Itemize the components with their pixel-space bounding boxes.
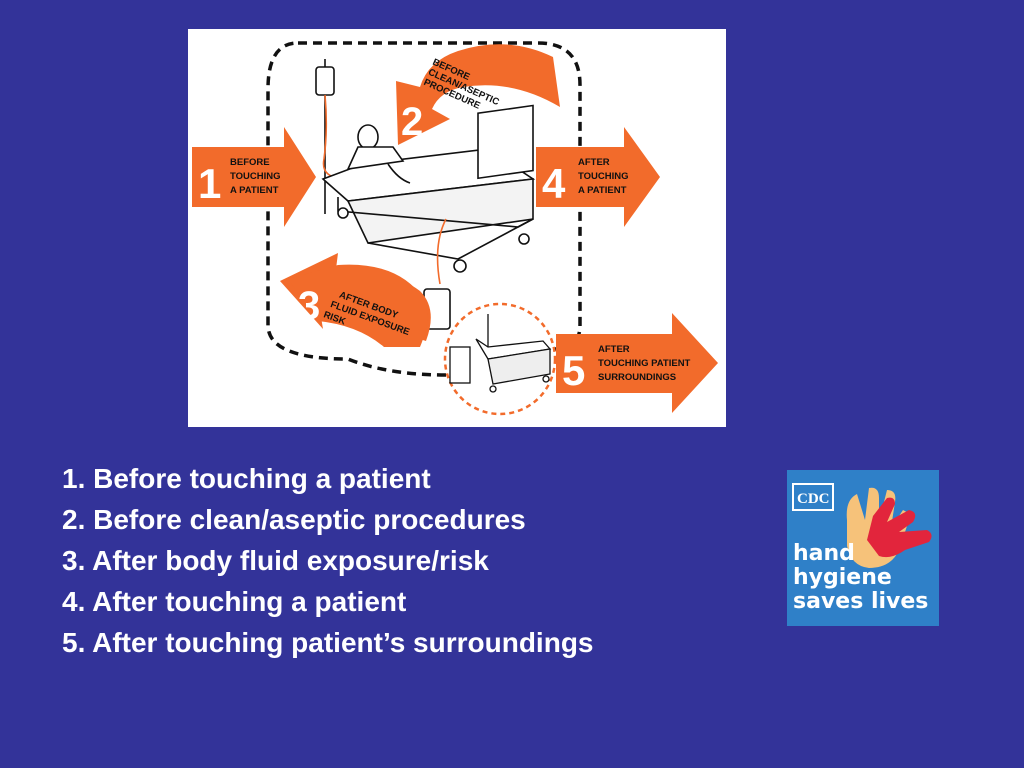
moment5-line3: SURROUNDINGS (598, 372, 676, 383)
five-moments-illustration: 1 BEFORE TOUCHING A PATIENT 2 BEFORE CLE… (192, 41, 718, 416)
moment5-line1: AFTER (598, 344, 630, 355)
iv-pole-icon (315, 59, 349, 214)
moment5-line2: TOUCHING PATIENT (598, 358, 691, 369)
moment4-line3: A PATIENT (578, 185, 627, 196)
moment4-arrow: 4 AFTER TOUCHING A PATIENT (536, 127, 660, 227)
moment-item-4: 4. After touching a patient (62, 586, 407, 617)
moment-item-5: 5. After touching patient’s surroundings (62, 627, 594, 658)
moment4-line2: TOUCHING (578, 171, 629, 182)
moment5-number: 5 (562, 347, 585, 394)
logo-line2: hygiene (793, 565, 892, 590)
moment4-line1: AFTER (578, 157, 610, 168)
cdc-box (792, 483, 834, 511)
hand-hygiene-logo-graphic: CDC hand hygiene saves lives (787, 470, 939, 626)
hospital-bed-icon (321, 104, 536, 330)
moment-item-3: 3. After body fluid exposure/risk (62, 545, 489, 576)
moment2-arrow: 2 BEFORE CLEAN/ASEPTIC PROCEDURE (396, 44, 560, 146)
cdc-hand-hygiene-logo: CDC hand hygiene saves lives (787, 470, 939, 626)
logo-line1: hand (793, 541, 855, 566)
moment1-number: 1 (198, 160, 221, 207)
moment-item-2: 2. Before clean/aseptic procedures (62, 504, 526, 535)
moment1-line2: TOUCHING (230, 171, 281, 182)
moment1-arrow: 1 BEFORE TOUCHING A PATIENT (192, 127, 316, 227)
hands-icon (846, 487, 932, 568)
cdc-label: CDC (797, 491, 830, 507)
moment3-number: 3 (298, 284, 320, 328)
moment1-line1: BEFORE (230, 157, 270, 168)
five-moments-diagram: 1 BEFORE TOUCHING A PATIENT 2 BEFORE CLE… (188, 29, 726, 427)
moment5-arrow: 5 AFTER TOUCHING PATIENT SURROUNDINGS (556, 313, 718, 413)
moment-item-1: 1. Before touching a patient (62, 463, 431, 494)
moments-list: 1. Before touching a patient 2. Before c… (62, 458, 594, 663)
moment1-line3: A PATIENT (230, 185, 279, 196)
moment3-arrow: 3 AFTER BODY FLUID EXPOSURE RISK (280, 253, 431, 347)
moment2-number: 2 (401, 100, 423, 144)
logo-line3: saves lives (793, 589, 928, 614)
surroundings-icon (443, 302, 557, 416)
moment4-number: 4 (542, 160, 566, 207)
